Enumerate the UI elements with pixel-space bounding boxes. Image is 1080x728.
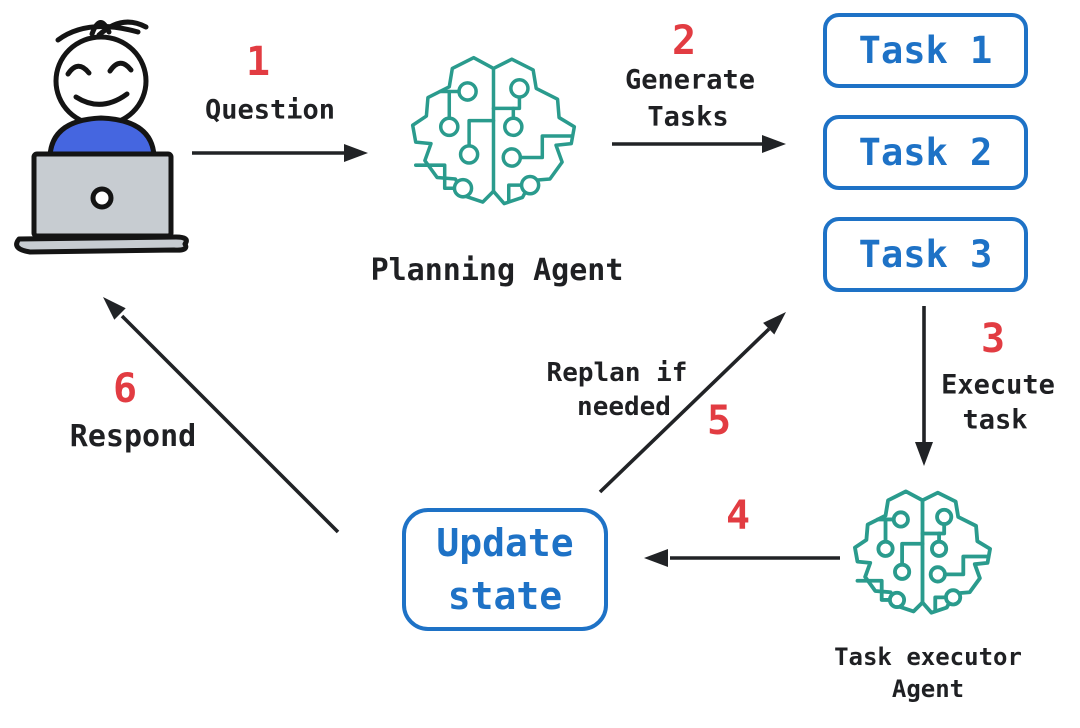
planning-agent-label: Planning Agent <box>370 253 624 288</box>
task-executor-label-line2: Agent <box>891 675 965 703</box>
task-1-box: Task 1 <box>823 13 1028 88</box>
task-1-label: Task 1 <box>858 29 993 72</box>
step-5-label-line1: Replan if <box>546 358 688 388</box>
arrow-execute-task <box>915 306 933 466</box>
step-4-number: 4 <box>725 493 751 539</box>
task-3-box: Task 3 <box>823 217 1028 292</box>
step-6-label: Respond <box>69 419 197 454</box>
step-1-number: 1 <box>245 39 271 85</box>
step-2-number: 2 <box>671 18 697 64</box>
task-executor-brain-icon <box>853 489 992 615</box>
arrow-question <box>192 144 368 162</box>
step-2-label-line1: Generate <box>624 64 756 96</box>
arrow-generate-tasks <box>612 135 786 153</box>
step-3-number: 3 <box>980 316 1006 362</box>
arrow-respond <box>103 297 340 534</box>
update-state-box: Update state <box>402 508 608 631</box>
step-6-number: 6 <box>112 366 138 412</box>
task-2-box: Task 2 <box>823 115 1028 190</box>
step-3-label-line2: task <box>962 404 1028 436</box>
step-2-label-line2: Tasks <box>647 101 729 133</box>
step-5-number: 5 <box>706 398 732 444</box>
update-state-line2: state <box>447 573 563 618</box>
arrow-update-state <box>644 549 840 567</box>
user-at-laptop-icon <box>14 19 189 255</box>
task-executor-label-line1: Task executor <box>834 643 1022 671</box>
planning-agent-brain-icon <box>410 55 577 206</box>
step-3-label-line1: Execute <box>941 369 1055 401</box>
task-2-label: Task 2 <box>858 131 993 174</box>
step-5-label-line2: needed <box>577 392 671 422</box>
step-1-label: Question <box>204 94 336 126</box>
update-state-line1: Update <box>436 520 574 565</box>
task-3-label: Task 3 <box>858 233 993 276</box>
